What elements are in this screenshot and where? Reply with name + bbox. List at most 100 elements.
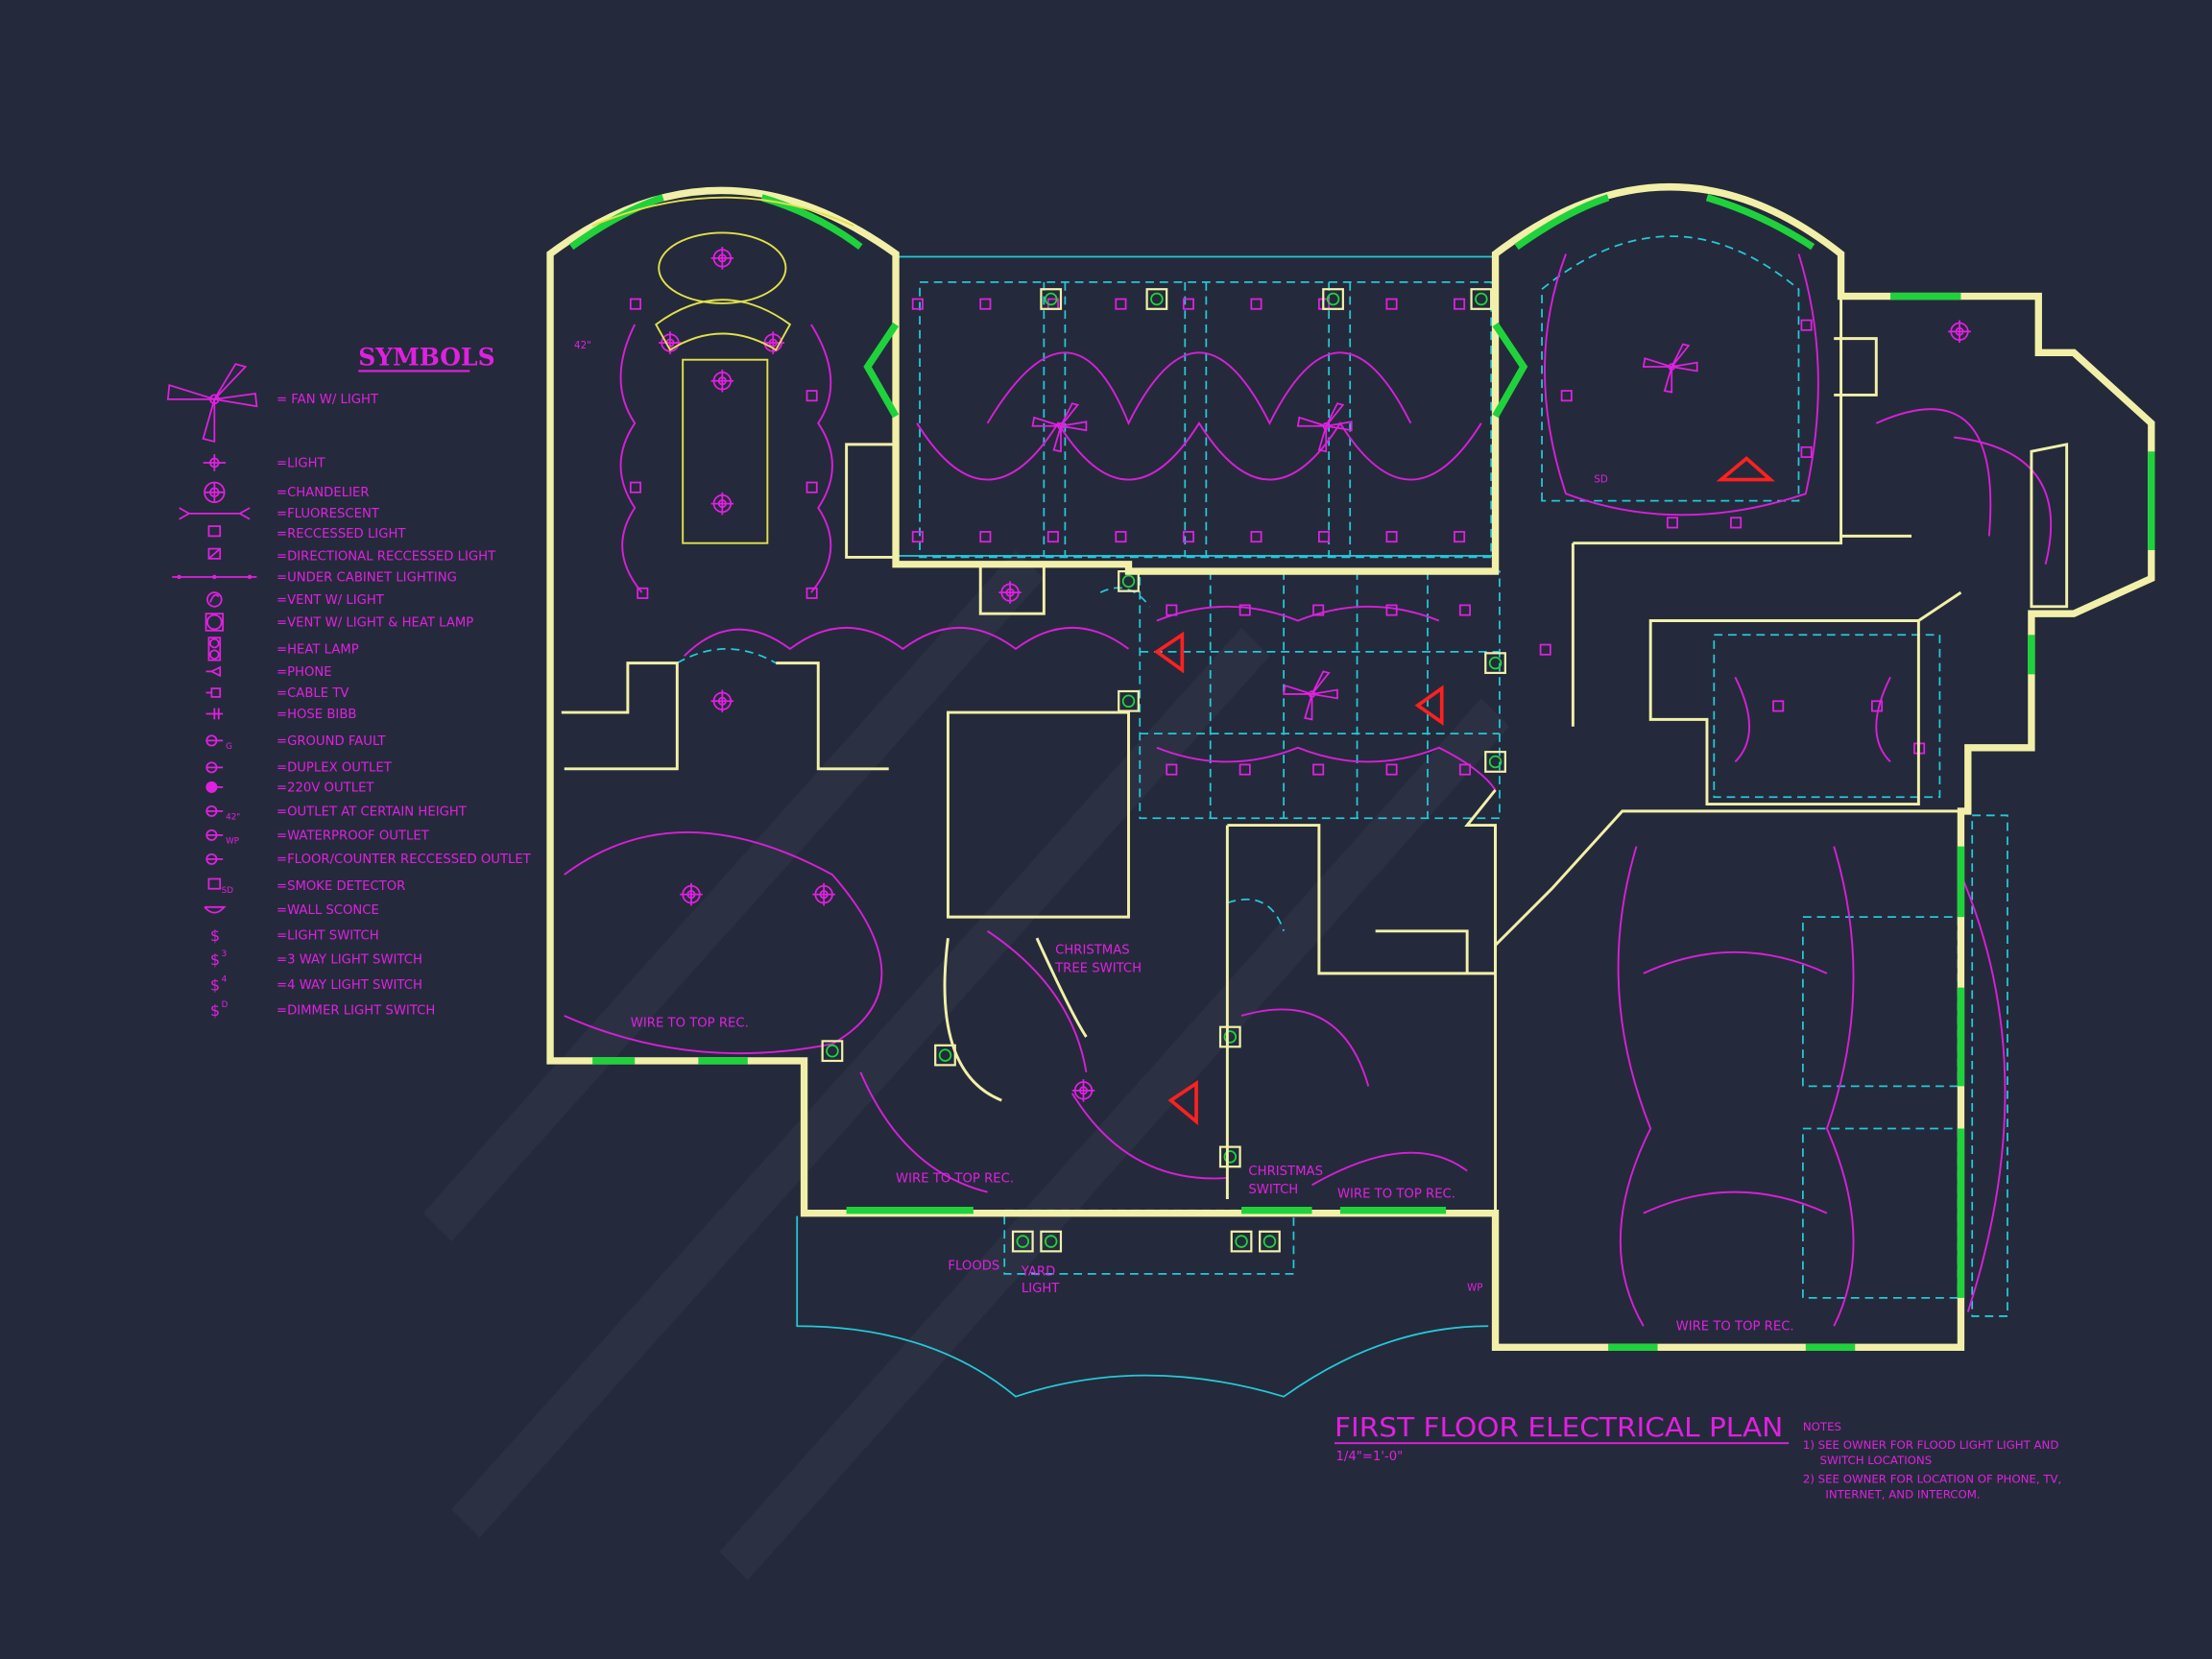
directional-recessed-light-icon: [207, 547, 222, 560]
legend-item: =CHANDELIER: [204, 481, 370, 503]
under-cabinet-lighting-icon: [172, 574, 257, 580]
notes-heading: NOTES: [1803, 1420, 1841, 1433]
recessed-light-icon: [979, 298, 992, 310]
annotation-yard-light-2: LIGHT: [1022, 1282, 1060, 1296]
plan-annotations: WIRE TO TOP REC. WIRE TO TOP REC. WIRE T…: [574, 340, 1794, 1334]
recessed-light-icon: [1800, 319, 1813, 331]
fan-icon: [1031, 402, 1088, 453]
annotation-wire-to-top-rec: WIRE TO TOP REC.: [1676, 1320, 1794, 1334]
annotation-wire-to-top-rec: WIRE TO TOP REC.: [631, 1017, 749, 1031]
legend-label: =FLUORESCENT: [276, 507, 380, 521]
recessed-light-icon: [1666, 517, 1678, 529]
light-fixtures: [629, 247, 1971, 1253]
recessed-light-icon: [637, 587, 649, 599]
pendant-light-icon: [1040, 1230, 1063, 1253]
legend-item: =VENT W/ LIGHT: [206, 591, 385, 608]
outlet-mark: G: [226, 742, 232, 752]
annotation-floods: FLOODS: [948, 1259, 999, 1273]
220v-outlet-icon: [205, 781, 224, 793]
pendant-light-icon: [826, 1044, 839, 1058]
annotation-christmas-switch: CHRISTMAS: [1248, 1165, 1323, 1179]
pendant-light-icon: [1011, 1230, 1034, 1253]
annotation-christmas-switch-2: SWITCH: [1248, 1183, 1298, 1197]
legend-label: =VENT W/ LIGHT & HEAT LAMP: [276, 615, 473, 630]
outlet-mark: WP: [226, 837, 239, 847]
light-icon: [1071, 1079, 1095, 1102]
symbols-legend: SYMBOLS = FAN W/ LIGHT =LIGHT =CHANDELIER =…: [166, 344, 532, 1020]
recessed-light-icon: [911, 531, 924, 543]
annotation-wire-to-top-rec: WIRE TO TOP REC.: [1337, 1188, 1455, 1202]
windows: [568, 194, 2155, 1351]
duplex-outlet-icon: [205, 761, 224, 774]
recessed-light-icon: [1166, 604, 1178, 616]
switch-superscript: 3: [222, 950, 228, 959]
recessed-light-icon: [1317, 531, 1331, 543]
legend-label: =HOSE BIBB: [276, 708, 356, 722]
legend-label: =FLOOR/COUNTER RECCESSED OUTLET: [276, 853, 532, 867]
pendant-light-icon: [1230, 1230, 1253, 1253]
recessed-light-icon: [1115, 298, 1127, 310]
note-1-cont: SWITCH LOCATIONS: [1820, 1454, 1933, 1467]
pendant-light-icon: [1040, 288, 1063, 310]
legend-label: =VENT W/ LIGHT: [276, 593, 385, 608]
pendant-light-icon: [1145, 288, 1168, 310]
pendant-light-icon: [1475, 292, 1488, 306]
legend-label: = FAN W/ LIGHT: [276, 393, 379, 407]
pendant-light-icon: [938, 1048, 952, 1062]
recessed-light-icon: [1458, 763, 1471, 776]
pendant-light-icon: [1259, 1230, 1281, 1253]
recessed-light-icon: [1560, 390, 1573, 402]
recessed-light-icon: [1250, 531, 1262, 543]
recessed-light-icon: [629, 481, 641, 493]
note-2-cont: INTERNET, AND INTERCOM.: [1825, 1487, 1980, 1501]
pendant-light-icon: [934, 1044, 956, 1067]
legend-title: SYMBOLS: [358, 344, 494, 372]
recessed-light-icon: [207, 525, 222, 538]
legend-item: =VENT W/ LIGHT & HEAT LAMP: [204, 613, 473, 632]
recessed-light-icon: [979, 531, 992, 543]
light-icon: [710, 247, 734, 270]
annotation-yard-light: YARD: [1021, 1264, 1055, 1279]
recessed-light-icon: [1250, 298, 1262, 310]
pendant-light-icon: [1223, 1150, 1238, 1164]
waterproof-outlet-icon: WP: [205, 829, 239, 847]
legend-label: =DIRECTIONAL RECCESSED LIGHT: [276, 549, 496, 564]
drawing-scale: 1/4"=1'-0": [1336, 1450, 1404, 1464]
cable-tv-icon: [205, 687, 222, 698]
pendant-light-icon: [1118, 689, 1140, 712]
4-way-switch-icon: $4: [210, 975, 228, 995]
legend-item: SD=SMOKE DETECTOR: [207, 878, 405, 896]
recessed-light-icon: [1385, 298, 1398, 310]
legend-label: =4 WAY LIGHT SWITCH: [276, 978, 422, 993]
pendant-light-icon: [1235, 1235, 1248, 1248]
smoke-detector-icon: SD: [207, 878, 233, 896]
legend-item: $D=DIMMER LIGHT SWITCH: [210, 1000, 435, 1020]
legend-item: =FLOOR/COUNTER RECCESSED OUTLET: [205, 853, 532, 867]
legend-item: =LIGHT: [203, 454, 326, 471]
wall-sconce-icon: [204, 905, 227, 914]
legend-item: =WALL SCONCE: [204, 903, 379, 918]
legend-label: =HEAT LAMP: [276, 642, 359, 657]
legend-label: =WATERPROOF OUTLET: [276, 829, 430, 843]
legend-item: G=GROUND FAULT: [205, 734, 387, 752]
recessed-light-icon: [1115, 531, 1127, 543]
legend-label: =LIGHT SWITCH: [276, 929, 379, 944]
light-icon: [710, 369, 734, 393]
pendant-light-icon: [1150, 292, 1164, 306]
fan-icon: [1296, 402, 1353, 453]
recessed-light-icon: [1385, 604, 1398, 616]
legend-item: =PHONE: [205, 665, 332, 680]
legend-item: =HEAT LAMP: [207, 637, 359, 661]
smoke-detectors: [1153, 456, 1775, 1126]
kitchen-island: [591, 196, 854, 544]
legend-label: =3 WAY LIGHT SWITCH: [276, 953, 422, 968]
recessed-light-icon: [629, 298, 641, 310]
recessed-light-icon: [1385, 763, 1398, 776]
recessed-light-icon: [1312, 763, 1325, 776]
light-icon: [710, 492, 734, 516]
legend-item: =RECCESSED LIGHT: [207, 525, 406, 541]
circuit-wiring: [564, 253, 2053, 1327]
legend-item: $4 =4 WAY LIGHT SWITCH: [210, 975, 422, 995]
legend-item: $=LIGHT SWITCH: [210, 926, 379, 945]
light-icon: [998, 581, 1022, 604]
